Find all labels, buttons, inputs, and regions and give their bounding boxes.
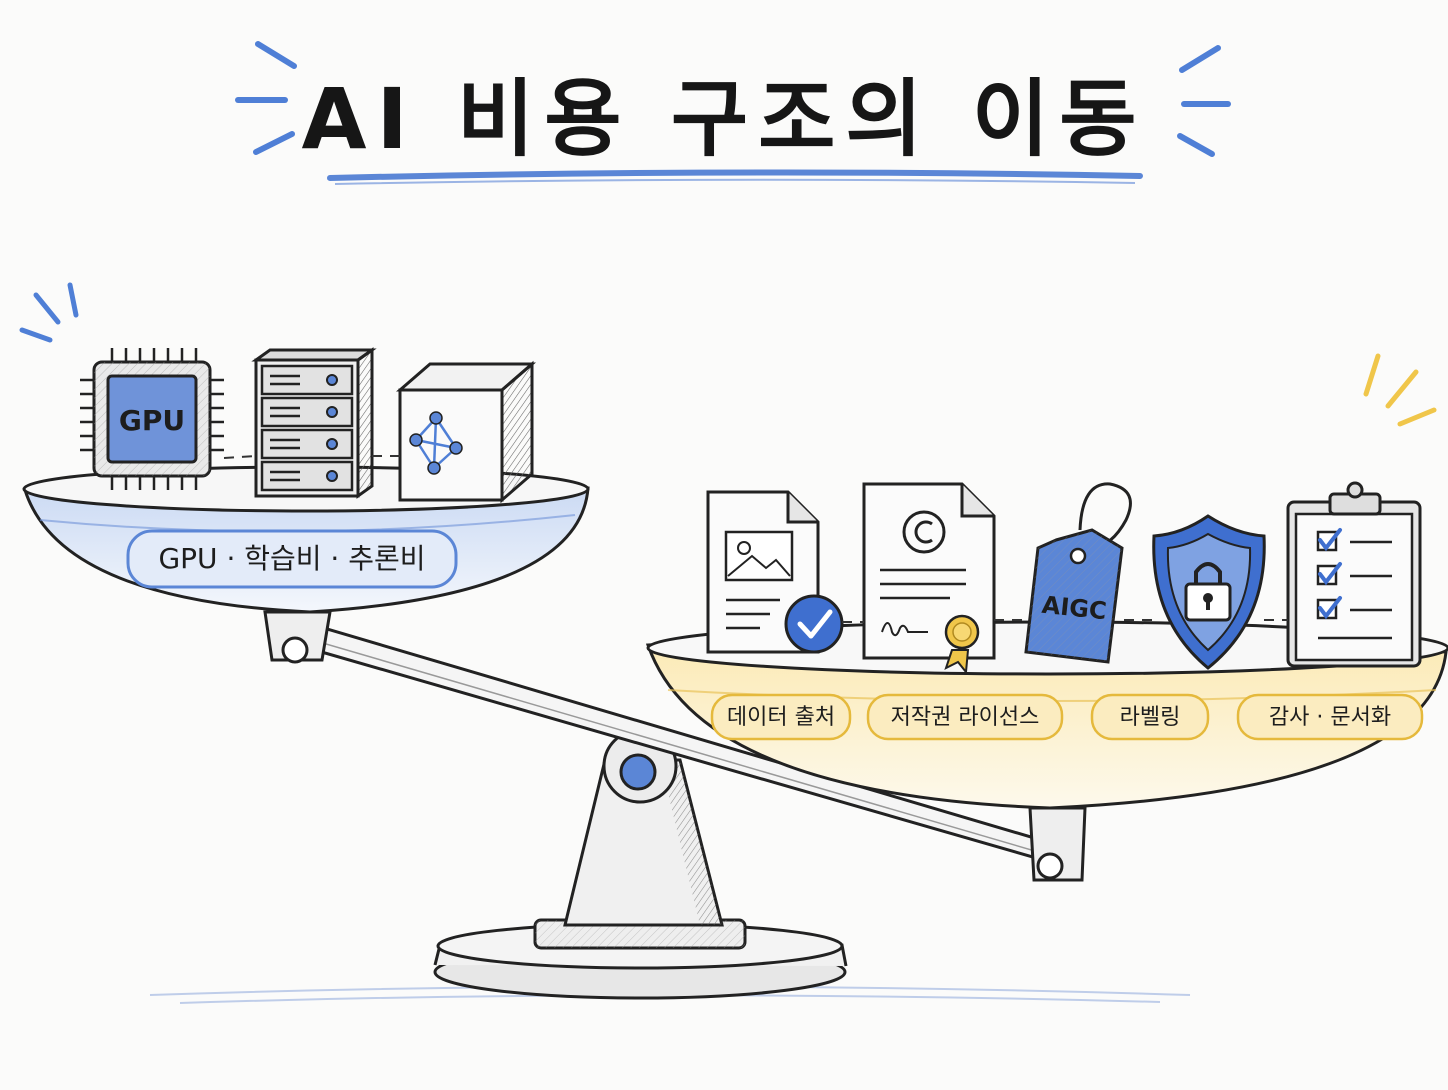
right-dash-connectors xyxy=(842,619,1288,623)
left-sparkle-icon xyxy=(19,282,79,343)
pill-data-source-label: 데이터 출처 xyxy=(727,705,835,730)
pill-labeling-label: 라벨링 xyxy=(1120,705,1181,730)
pill-labeling xyxy=(1090,693,1210,741)
pill-data-source xyxy=(710,693,852,741)
aigc-label-tag-icon: AIGC xyxy=(1024,482,1132,664)
scale-base xyxy=(433,918,848,1000)
data-source-document-icon xyxy=(706,490,844,654)
copyright-document-icon xyxy=(862,482,996,675)
gpu-chip-label: GPU xyxy=(119,404,185,437)
pill-audit-docs xyxy=(1236,693,1424,741)
gpu-chip-icon: GPU xyxy=(80,348,224,490)
server-rack-icon xyxy=(251,347,377,499)
title-decoration xyxy=(235,41,1231,185)
pill-copyright-license xyxy=(866,693,1064,741)
model-cube-icon xyxy=(395,360,537,504)
left-cost-pill: GPU · 학습비 · 추론비 xyxy=(126,529,458,589)
left-cost-pill-label: GPU · 학습비 · 추론비 xyxy=(158,542,425,575)
checklist-clipboard-icon xyxy=(1286,481,1422,668)
left-dash-connectors xyxy=(223,455,400,459)
aigc-tag-label: AIGC xyxy=(1041,591,1108,626)
pill-audit-docs-label: 감사 · 문서화 xyxy=(1269,705,1391,730)
right-cost-pills: 데이터 출처 저작권 라이선스 라벨링 감사 · 문서화 xyxy=(710,693,1424,741)
pill-copyright-license-label: 저작권 라이선스 xyxy=(891,705,1040,730)
scale-pillar xyxy=(563,728,724,927)
shield-lock-icon xyxy=(1152,514,1266,670)
right-sparkle-icon xyxy=(1363,353,1437,427)
page-title: AI 비용 구조의 이동 xyxy=(301,70,1147,168)
